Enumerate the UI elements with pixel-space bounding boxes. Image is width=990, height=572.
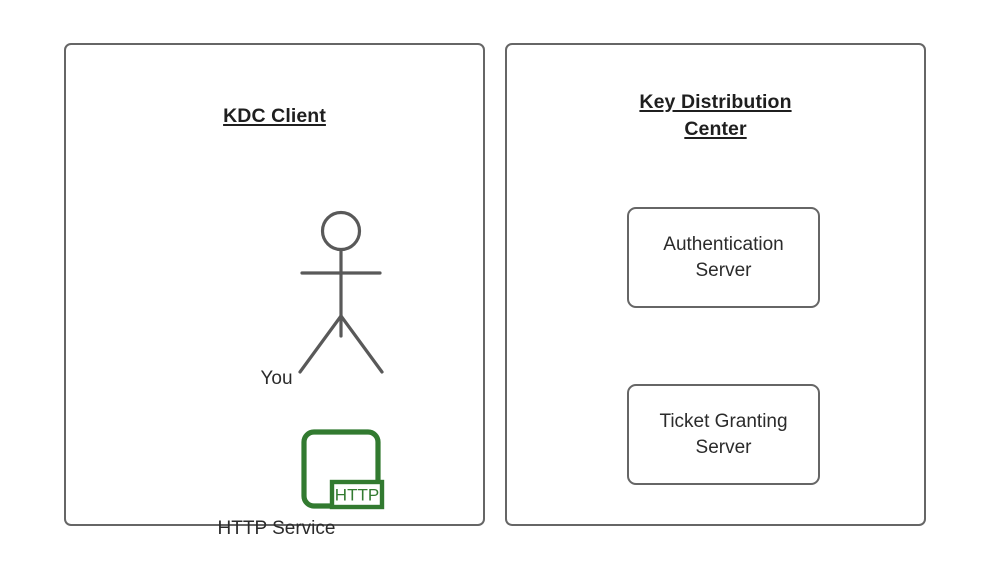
kdc-title-line-2: Center bbox=[684, 118, 747, 140]
kdc-client-title-text: KDC Client bbox=[223, 105, 326, 127]
ticket-granting-server-box[interactable]: Ticket Granting Server bbox=[627, 384, 820, 485]
svg-text:HTTP: HTTP bbox=[335, 486, 379, 505]
kdc-client-panel[interactable]: KDC Client You HTTP bbox=[64, 43, 485, 539]
authentication-server-box[interactable]: Authentication Server bbox=[627, 207, 820, 308]
authentication-server-label: Authentication Server bbox=[655, 232, 791, 284]
authentication-server-label-line-1: Authentication bbox=[663, 233, 784, 255]
ticket-granting-server-label: Ticket Granting Server bbox=[651, 409, 795, 461]
kdc-title-line-1: Key Distribution bbox=[639, 91, 792, 113]
key-distribution-center-panel[interactable]: Key Distribution Center Authentication S… bbox=[505, 43, 926, 526]
authentication-server-label-line-2: Server bbox=[695, 259, 752, 281]
http-service-icon[interactable]: HTTP bbox=[297, 425, 385, 513]
ticket-granting-server-label-line-2: Server bbox=[695, 436, 752, 458]
ticket-granting-server-label-line-1: Ticket Granting bbox=[659, 410, 788, 432]
kdc-client-title: KDC Client bbox=[66, 103, 483, 130]
key-distribution-center-title: Key Distribution Center bbox=[507, 89, 924, 143]
actor-label: You bbox=[260, 368, 293, 389]
http-service-label: HTTP Service bbox=[217, 518, 336, 539]
stick-figure-actor-icon[interactable] bbox=[278, 200, 404, 375]
